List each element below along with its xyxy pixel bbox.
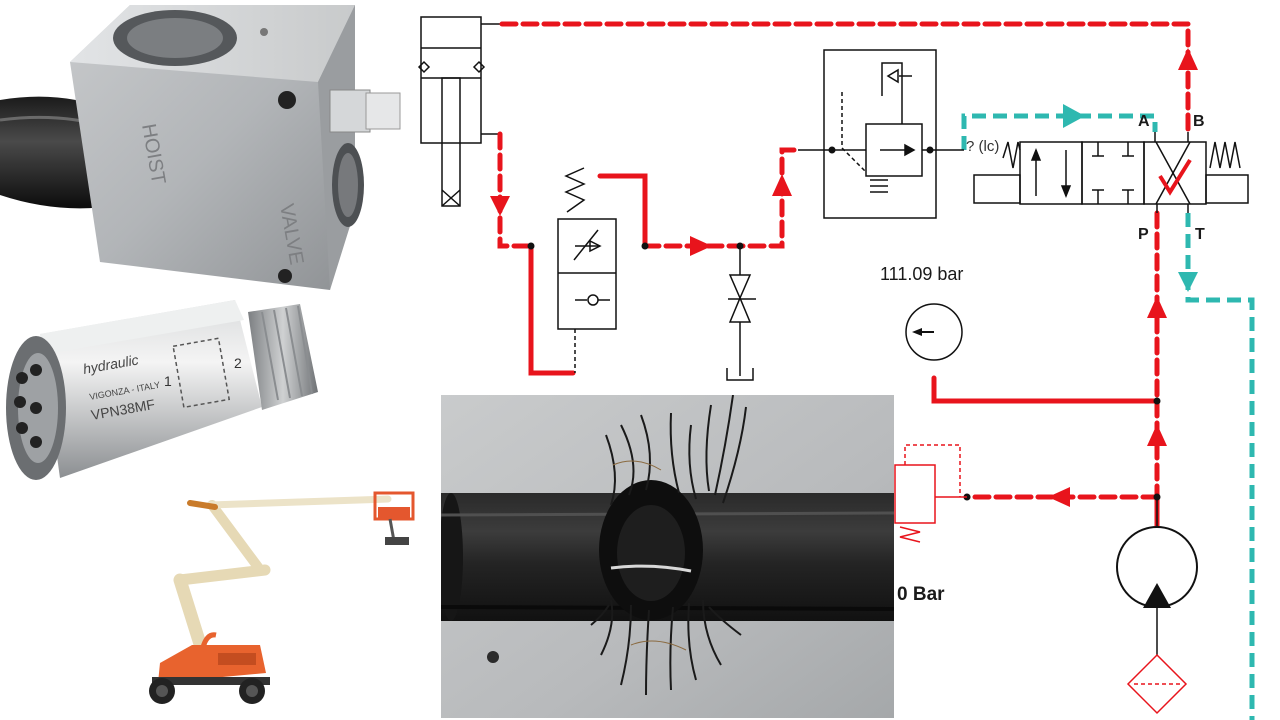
port-t-label: T (1195, 226, 1205, 243)
flow-arrow (490, 48, 1198, 507)
load-control-valve (798, 49, 964, 219)
filter-icon (1126, 653, 1188, 715)
relief-valve-reading: 0 Bar (897, 584, 945, 605)
pressure-gauge-icon (905, 303, 963, 361)
return-line (961, 113, 1255, 720)
active-flow-path (1158, 158, 1192, 196)
hydraulic-cylinder (417, 16, 500, 207)
lift-icon (149, 491, 415, 704)
needle-valve (726, 246, 756, 381)
port-b-label: B (1193, 113, 1205, 130)
check-valve-port-out: 2 (234, 355, 242, 371)
return-arrow (1063, 104, 1198, 292)
relief-valve (894, 444, 967, 543)
check-valve-photo: hydraulic VIGONZA - ITALY VPN38MF 1 2 (6, 300, 318, 480)
directional-control-valve (973, 132, 1249, 213)
pump-icon (1116, 497, 1198, 655)
gauge-reading: 111.09 bar (880, 264, 964, 284)
hose-photo (441, 395, 894, 718)
load-control-label: ? (lc) (966, 138, 1000, 155)
pressure-line (497, 21, 1191, 533)
port-p-label: P (1138, 226, 1149, 243)
valve-block-photo: HOIST VALVE (0, 5, 401, 290)
sequence-valve (557, 167, 617, 373)
check-valve-port-in: 1 (164, 373, 172, 389)
port-a-label: A (1138, 113, 1150, 130)
